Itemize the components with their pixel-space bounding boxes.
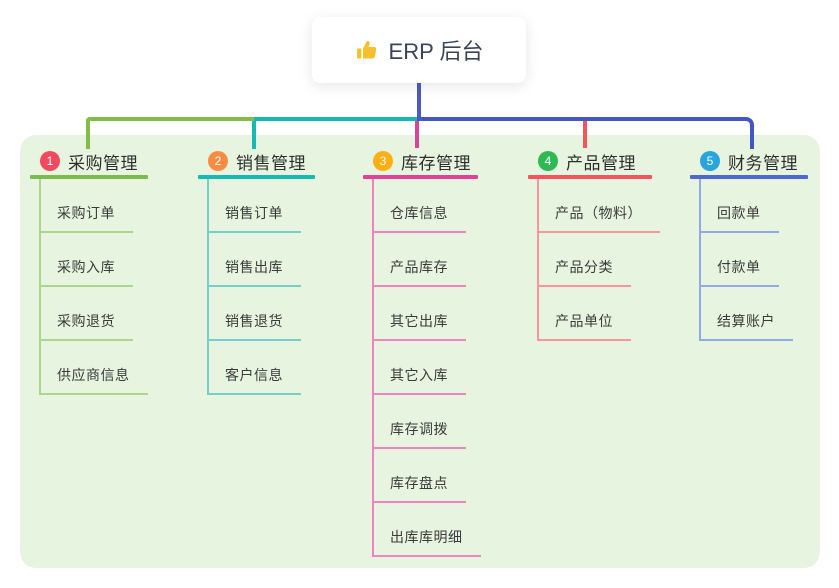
child-label: 销售出库 [209, 257, 301, 287]
branch-children: 销售订单 销售出库 销售退货 客户信息 [207, 179, 315, 395]
child-node[interactable]: 回款单 [701, 179, 808, 233]
child-label: 供应商信息 [41, 365, 148, 395]
child-label: 销售退货 [209, 311, 301, 341]
branch-procurement: 1 采购管理 采购订单 采购入库 采购退货 供应商信息 [30, 147, 148, 395]
branch-sales-header[interactable]: 2 销售管理 [198, 147, 315, 175]
child-label: 仓库信息 [374, 203, 466, 233]
connector-sales [252, 117, 419, 149]
child-label: 产品单位 [539, 311, 631, 341]
connector-inventory [415, 121, 419, 148]
child-label: 结算账户 [701, 311, 793, 341]
child-label: 销售订单 [209, 203, 301, 233]
child-node[interactable]: 出库库明细 [374, 503, 481, 557]
child-label: 库存盘点 [374, 473, 466, 503]
branch-number-badge: 1 [40, 151, 60, 171]
child-node[interactable]: 结算账户 [701, 287, 808, 341]
branch-procurement-header[interactable]: 1 采购管理 [30, 147, 148, 175]
child-node[interactable]: 库存调拨 [374, 395, 478, 449]
child-label: 客户信息 [209, 365, 301, 395]
child-node[interactable]: 销售出库 [209, 233, 315, 287]
root-node-label: ERP 后台 [388, 39, 484, 64]
connector-procurement [86, 117, 254, 149]
branch-inventory: 3 库存管理 仓库信息 产品库存 其它出库 其它入库 库存调拨 库存盘点 出库库… [363, 147, 481, 557]
branch-underline [198, 175, 315, 179]
child-node[interactable]: 供应商信息 [41, 341, 148, 395]
branch-title: 销售管理 [236, 153, 306, 173]
branch-underline [528, 175, 652, 179]
branch-underline [30, 175, 148, 179]
child-label: 产品库存 [374, 257, 466, 287]
branch-children: 产品（物料） 产品分类 产品单位 [537, 179, 660, 341]
child-label: 付款单 [701, 257, 779, 287]
branch-children: 仓库信息 产品库存 其它出库 其它入库 库存调拨 库存盘点 出库库明细 [372, 179, 481, 557]
child-node[interactable]: 其它入库 [374, 341, 478, 395]
child-node[interactable]: 产品单位 [539, 287, 652, 341]
child-label: 回款单 [701, 203, 779, 233]
branch-number-badge: 4 [538, 151, 558, 171]
child-label: 出库库明细 [374, 527, 481, 557]
child-node[interactable]: 采购入库 [41, 233, 148, 287]
child-node[interactable]: 销售退货 [209, 287, 315, 341]
branch-product: 4 产品管理 产品（物料） 产品分类 产品单位 [528, 147, 660, 341]
child-node[interactable]: 产品分类 [539, 233, 652, 287]
branch-title: 产品管理 [566, 153, 636, 173]
branch-title: 采购管理 [68, 153, 138, 173]
child-node[interactable]: 销售订单 [209, 179, 315, 233]
branch-title: 库存管理 [401, 153, 471, 173]
child-node[interactable]: 付款单 [701, 233, 808, 287]
branch-finance: 5 财务管理 回款单 付款单 结算账户 [690, 147, 808, 341]
branch-sales: 2 销售管理 销售订单 销售出库 销售退货 客户信息 [198, 147, 315, 395]
branch-number-badge: 3 [373, 151, 393, 171]
branch-underline [690, 175, 808, 179]
child-node[interactable]: 产品库存 [374, 233, 478, 287]
branch-children: 采购订单 采购入库 采购退货 供应商信息 [39, 179, 148, 395]
thumbs-up-icon [355, 38, 379, 62]
child-node[interactable]: 产品（物料） [539, 179, 660, 233]
branch-children: 回款单 付款单 结算账户 [699, 179, 808, 341]
child-node[interactable]: 采购退货 [41, 287, 148, 341]
connector-product [583, 121, 587, 148]
child-label: 采购订单 [41, 203, 133, 233]
branch-title: 财务管理 [728, 153, 798, 173]
child-node[interactable]: 采购订单 [41, 179, 148, 233]
child-label: 产品（物料） [539, 203, 660, 233]
branch-underline [363, 175, 478, 179]
child-label: 采购入库 [41, 257, 133, 287]
child-node[interactable]: 其它出库 [374, 287, 478, 341]
child-label: 采购退货 [41, 311, 133, 341]
child-node[interactable]: 客户信息 [209, 341, 315, 395]
child-node[interactable]: 仓库信息 [374, 179, 478, 233]
child-label: 库存调拨 [374, 419, 466, 449]
child-label: 产品分类 [539, 257, 631, 287]
root-node[interactable]: ERP 后台 [312, 17, 526, 83]
child-label: 其它入库 [374, 365, 466, 395]
child-label: 其它出库 [374, 311, 466, 341]
branch-product-header[interactable]: 4 产品管理 [528, 147, 652, 175]
branch-number-badge: 2 [208, 151, 228, 171]
branch-inventory-header[interactable]: 3 库存管理 [363, 147, 478, 175]
branch-finance-header[interactable]: 5 财务管理 [690, 147, 808, 175]
child-node[interactable]: 库存盘点 [374, 449, 478, 503]
branches-panel [20, 135, 820, 568]
branch-number-badge: 5 [700, 151, 720, 171]
connector-right-bus [417, 117, 754, 149]
connector-root [417, 83, 421, 121]
